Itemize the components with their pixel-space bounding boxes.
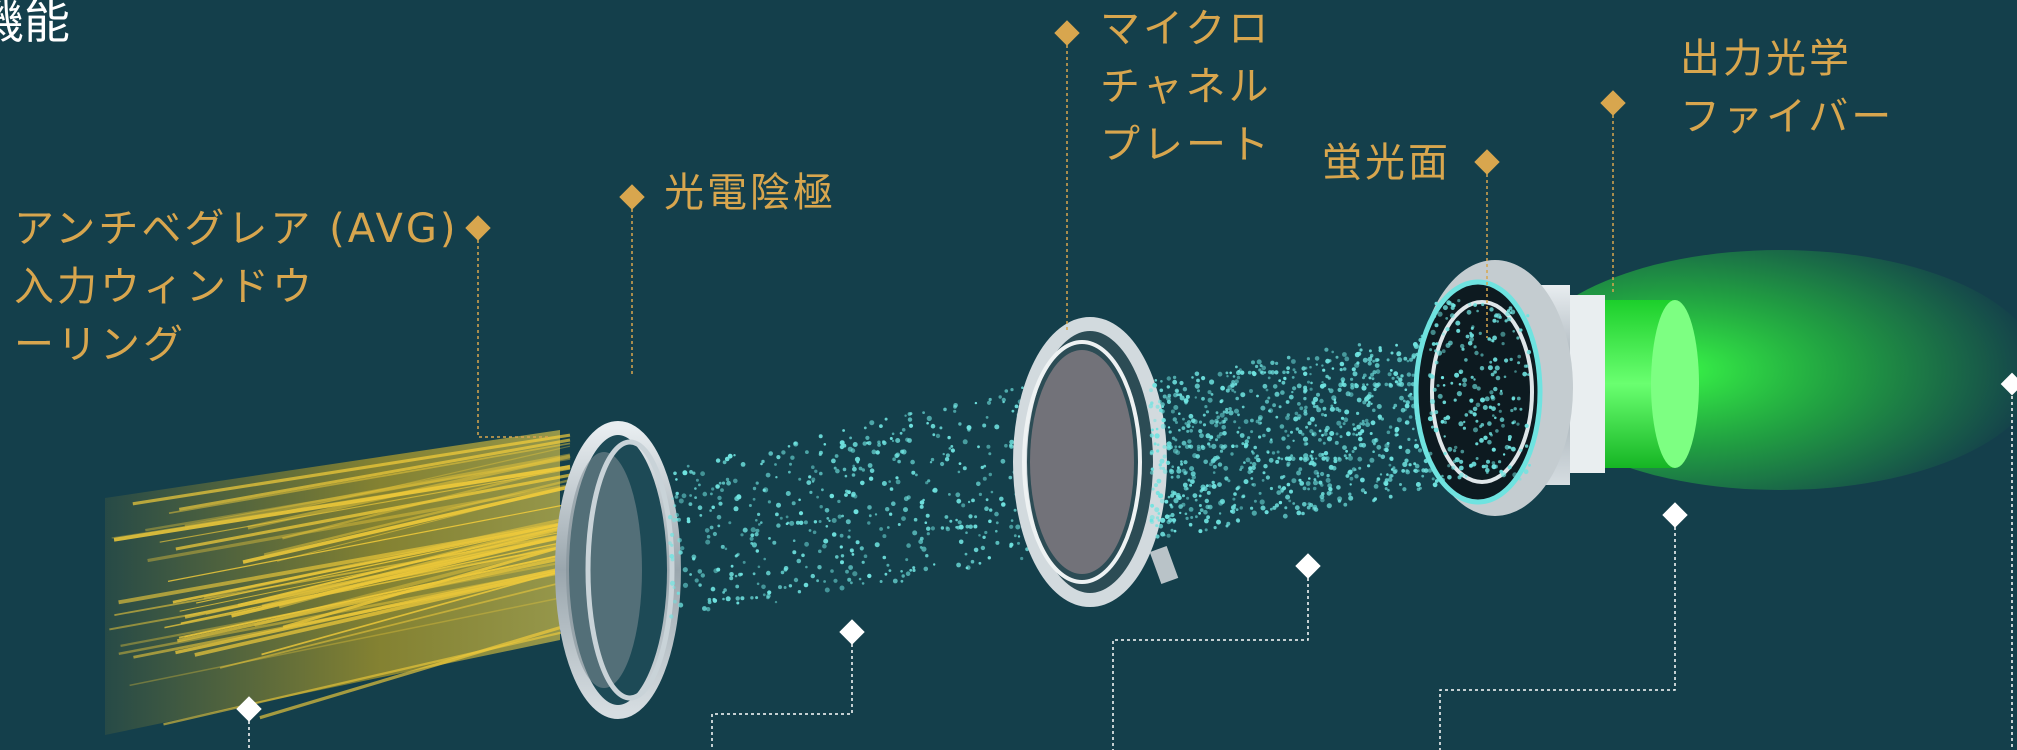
label-avg-line3: ーリング <box>14 322 186 368</box>
electron-cloud-mcp <box>1148 328 1442 539</box>
label-fiber-line2: ファイバー <box>1680 94 1895 140</box>
microchannel-plate <box>1013 317 1179 607</box>
photon-beam <box>105 430 571 735</box>
label-phosphor: 蛍光面 <box>1322 140 1451 186</box>
label-mcp-line1: マイクロ <box>1100 6 1272 52</box>
label-fiber-line1: 出力光学 <box>1680 36 1852 82</box>
label-leader-lines <box>477 33 1614 438</box>
step-markers <box>236 372 2017 722</box>
label-mcp-line2: チャネル <box>1100 64 1272 110</box>
electron-cloud-photocathode <box>668 386 1032 619</box>
label-avg-line1: アンチベグレア (AVG) <box>14 206 459 252</box>
label-mcp-line3: プレート <box>1100 122 1272 168</box>
label-avg-line2: 入力ウィンドウ <box>14 264 315 310</box>
label-photocathode: 光電陰極 <box>664 170 836 216</box>
page-title: 機能 <box>0 0 70 49</box>
avg-input-window-ring <box>555 421 681 719</box>
phosphor-and-fiber-housing <box>1413 260 1699 516</box>
label-markers <box>465 20 1626 241</box>
